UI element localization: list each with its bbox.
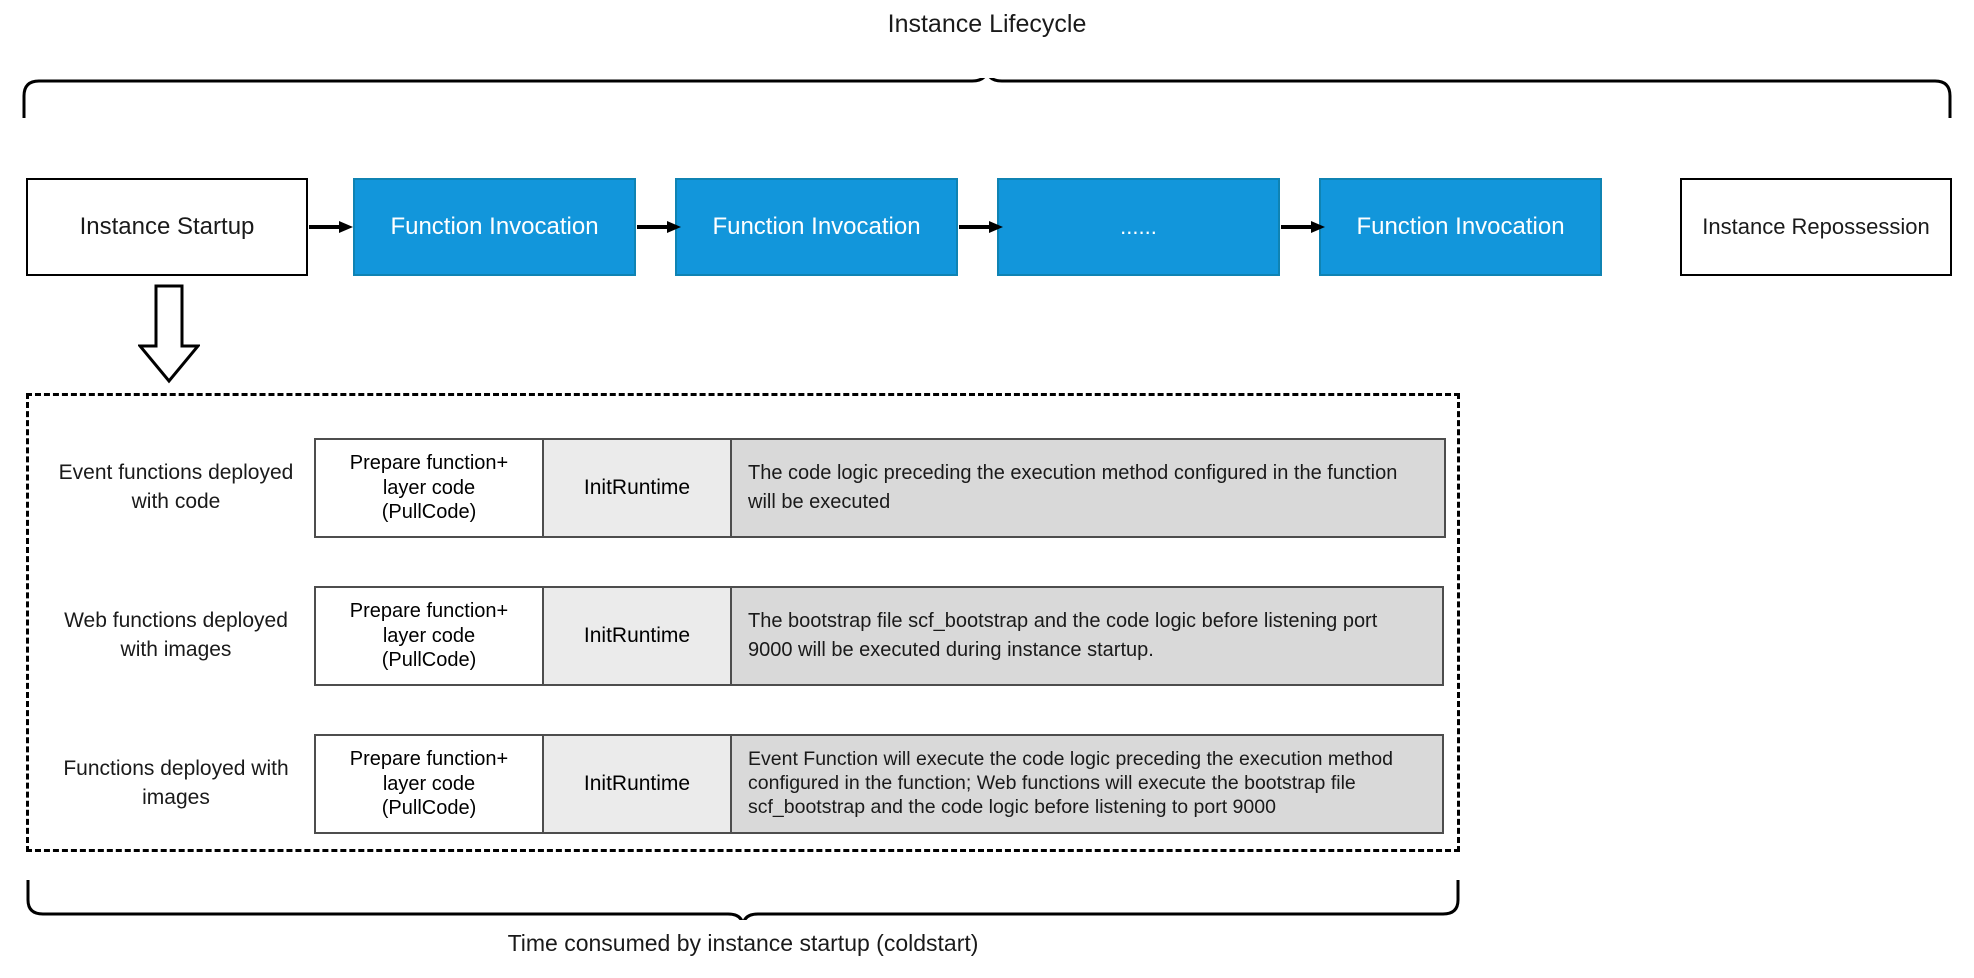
segment-init-runtime: InitRuntime	[542, 438, 732, 538]
segment-init-runtime: InitRuntime	[542, 586, 732, 686]
segment-prepare-code: Prepare function+ layer code (PullCode)	[314, 734, 544, 834]
segment-prepare-line3: (PullCode)	[381, 501, 477, 524]
box-function-invocation-1-label: Function Invocation	[390, 213, 599, 240]
segment-description: Event Function will execute the code log…	[730, 734, 1444, 834]
arrow-right-icon	[637, 220, 683, 234]
box-function-invocation-2[interactable]: Function Invocation	[675, 178, 958, 276]
coldstart-row-label: Functions deployed with images	[63, 757, 289, 809]
box-ellipsis[interactable]: ......	[997, 178, 1280, 276]
lifecycle-brace	[22, 67, 1952, 120]
segment-prepare-line2: layer code	[382, 624, 476, 647]
box-function-invocation-1[interactable]: Function Invocation	[353, 178, 636, 276]
box-ellipsis-label: ......	[1120, 214, 1157, 239]
segment-prepare-code: Prepare function+ layer code (PullCode)	[314, 438, 544, 538]
box-instance-repossession[interactable]: Instance Repossession	[1680, 178, 1952, 276]
arrow-right-icon	[1281, 220, 1327, 234]
segment-description: The bootstrap file scf_bootstrap and the…	[730, 586, 1444, 686]
coldstart-brace	[26, 880, 1460, 928]
coldstart-caption: Time consumed by instance startup (colds…	[507, 930, 979, 956]
box-function-invocation-3[interactable]: Function Invocation	[1319, 178, 1602, 276]
segment-prepare-line3: (PullCode)	[381, 797, 477, 820]
coldstart-row: Functions deployed with images Prepare f…	[29, 734, 1463, 834]
segment-init-runtime-label: InitRuntime	[583, 476, 691, 499]
coldstart-row: Web functions deployed with images Prepa…	[29, 586, 1463, 686]
segment-description: The code logic preceding the execution m…	[730, 438, 1446, 538]
page-title: Instance Lifecycle	[887, 10, 1087, 38]
segment-prepare-line3: (PullCode)	[381, 649, 477, 672]
arrow-right-icon	[959, 220, 1005, 234]
segment-prepare-line2: layer code	[382, 772, 476, 795]
coldstart-row: Event functions deployed with code Prepa…	[29, 438, 1463, 538]
arrow-right-icon	[309, 220, 355, 234]
box-instance-startup-label: Instance Startup	[79, 213, 255, 240]
segment-prepare-line1: Prepare function+	[349, 452, 509, 475]
segment-prepare-line1: Prepare function+	[349, 748, 509, 771]
coldstart-row-label: Web functions deployed with images	[64, 609, 288, 661]
segment-init-runtime: InitRuntime	[542, 734, 732, 834]
segment-prepare-line2: layer code	[382, 476, 476, 499]
segment-init-runtime-label: InitRuntime	[583, 624, 691, 647]
box-instance-repossession-label: Instance Repossession	[1702, 214, 1930, 239]
box-instance-startup[interactable]: Instance Startup	[26, 178, 308, 276]
segment-prepare-code: Prepare function+ layer code (PullCode)	[314, 586, 544, 686]
arrow-down-icon	[136, 284, 202, 384]
coldstart-panel: Event functions deployed with code Prepa…	[26, 393, 1460, 852]
box-function-invocation-2-label: Function Invocation	[712, 213, 921, 240]
segment-init-runtime-label: InitRuntime	[583, 772, 691, 795]
coldstart-row-label: Event functions deployed with code	[58, 461, 294, 513]
box-function-invocation-3-label: Function Invocation	[1356, 213, 1565, 240]
segment-prepare-line1: Prepare function+	[349, 600, 509, 623]
